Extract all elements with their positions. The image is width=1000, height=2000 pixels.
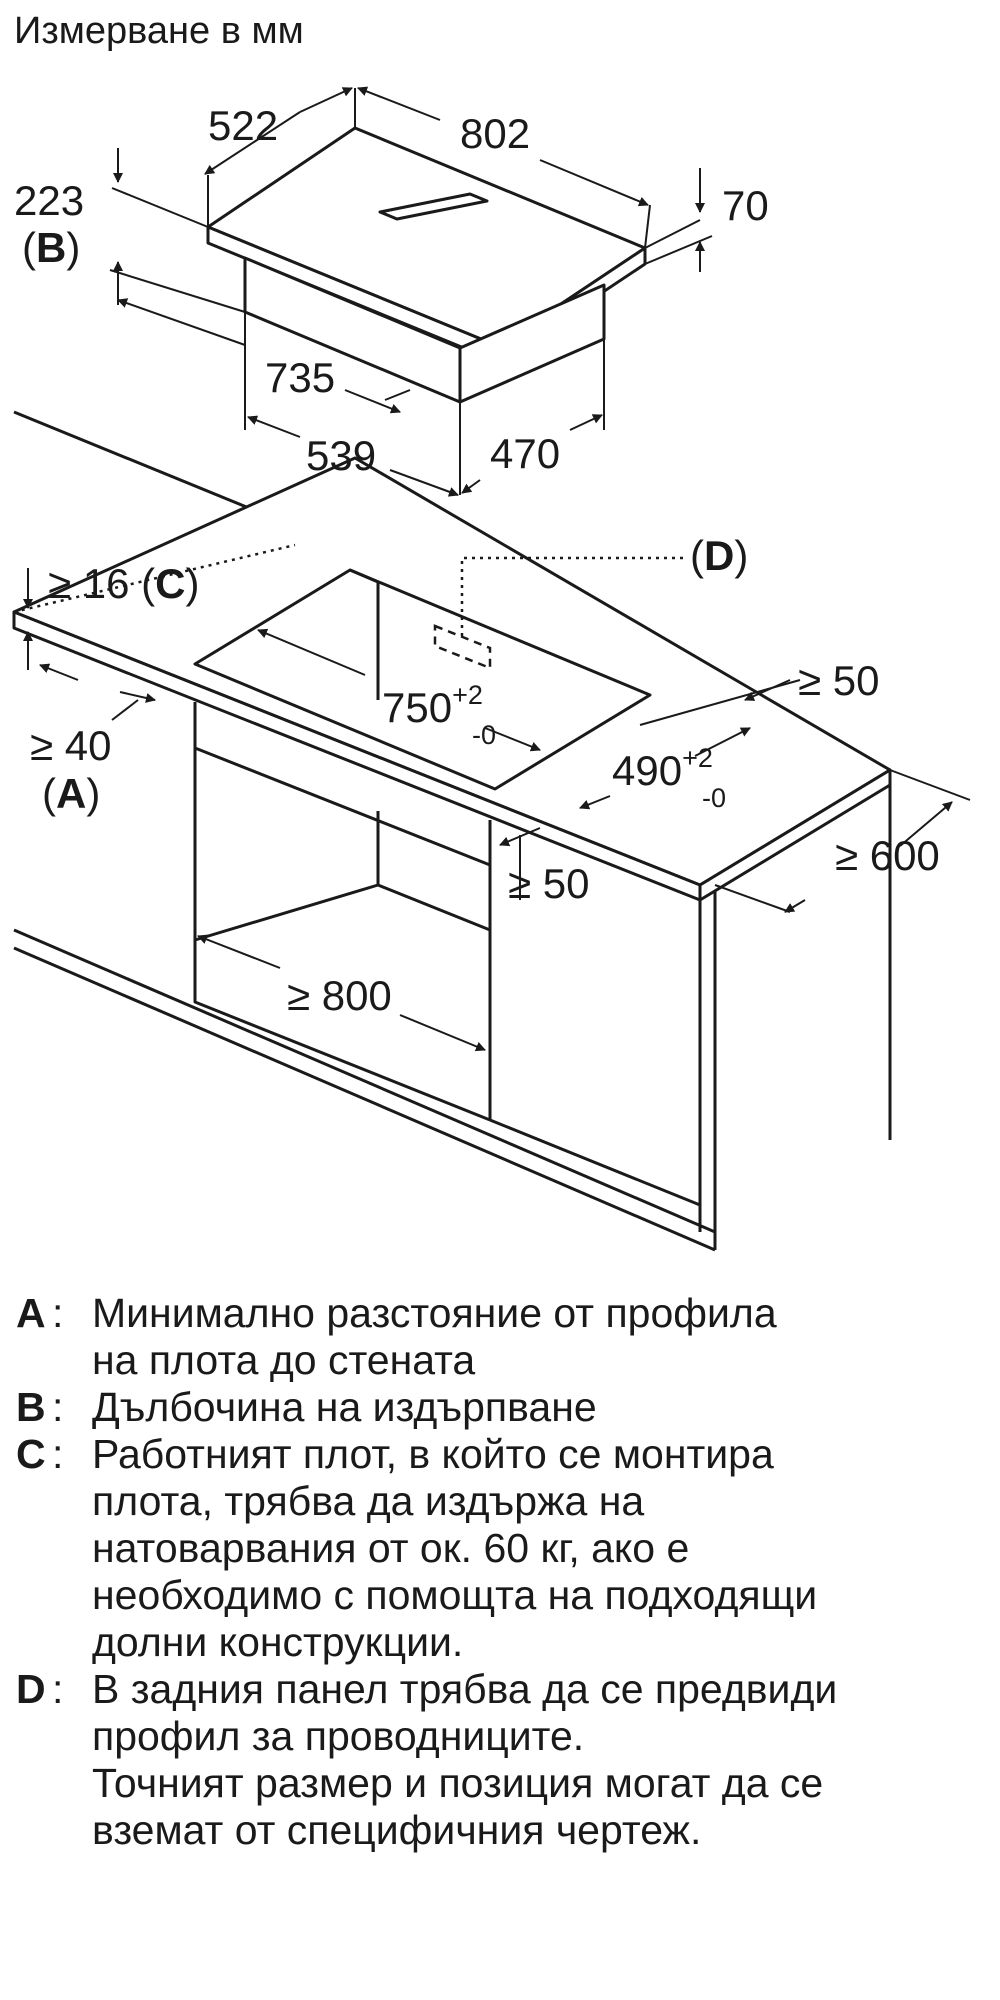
dim-cutout-depth-tol-minus: -0 bbox=[702, 783, 726, 813]
dim-extraction-depth: 223 bbox=[14, 177, 84, 224]
legend-key: D bbox=[16, 1666, 46, 1712]
worktop-cutout bbox=[193, 568, 652, 791]
cutout-inner-wall bbox=[349, 568, 380, 700]
hob-vent-slot bbox=[393, 201, 487, 220]
label-c: C bbox=[155, 560, 185, 607]
cabinet-front bbox=[193, 702, 491, 1122]
label-d-group: (D) bbox=[690, 532, 748, 579]
legend-key: B bbox=[16, 1384, 46, 1430]
wall-line bbox=[13, 946, 716, 1252]
installation-diagram: 522 802 223 (B) 70 735 539 470 (D) ≥ 16 … bbox=[12, 86, 971, 1252]
legend-colon: : bbox=[52, 1384, 64, 1430]
legend-item-d: D: В задния панел трябва да се предвиди … bbox=[16, 1666, 986, 1854]
dim-cabinet-width-min: ≥ 800 bbox=[287, 972, 392, 1019]
dim-thickness: 70 bbox=[722, 182, 769, 229]
label-a: A bbox=[56, 770, 86, 817]
legend-key: A bbox=[16, 1290, 46, 1336]
legend-colon: : bbox=[52, 1290, 64, 1336]
dim-base-front: 539 bbox=[306, 432, 376, 479]
label-a-group: (A) bbox=[42, 770, 100, 817]
dim-side-min: ≥ 50 bbox=[798, 657, 879, 704]
legend-colon: : bbox=[52, 1666, 64, 1712]
dim-base-width: 735 bbox=[265, 354, 335, 401]
dim-front-min: ≥ 50 bbox=[508, 860, 589, 907]
dim-cutout-width-tol-minus: -0 bbox=[472, 720, 496, 750]
dim-cutout-width-group: 750+2 -0 bbox=[382, 680, 496, 750]
label-b: B bbox=[36, 224, 66, 271]
dim-hob-width: 802 bbox=[460, 110, 530, 157]
legend-item-c: C: Работният плот, в който се монтира пл… bbox=[16, 1431, 986, 1666]
cabinet-inner bbox=[194, 883, 491, 942]
legend-key: C bbox=[16, 1431, 46, 1477]
dim-worktop-min-group: ≥ 16 (C) bbox=[48, 560, 199, 607]
dim-worktop-min: ≥ 16 bbox=[48, 560, 129, 607]
label-d: D bbox=[704, 532, 734, 579]
legend-item-b: B: Дълбочина на издърпване bbox=[16, 1384, 986, 1431]
legend-text: Работният плот, в който се монтира плота… bbox=[92, 1431, 818, 1665]
page-title: Измерване в мм bbox=[14, 10, 304, 52]
label-b-group: (B) bbox=[22, 224, 80, 271]
dim-wall-min: ≥ 40 bbox=[30, 722, 111, 769]
dim-hob-depth: 522 bbox=[208, 102, 278, 149]
legend-item-a: A: Минимално разстояние от профила на пл… bbox=[16, 1290, 986, 1384]
dim-base-depth: 470 bbox=[490, 430, 560, 477]
hob-dimension-lines bbox=[109, 86, 713, 497]
dim-cutout-depth-tol-plus: +2 bbox=[682, 743, 713, 773]
legend-text: Дълбочина на издърпване bbox=[92, 1384, 597, 1430]
legend: A: Минимално разстояние от профила на пл… bbox=[16, 1290, 986, 1854]
cabinet-drawing bbox=[12, 410, 892, 1252]
leader-d bbox=[13, 543, 685, 636]
dim-cutout-depth-group: 490+2 -0 bbox=[612, 743, 726, 813]
dim-cutout-width-tol-plus: +2 bbox=[452, 680, 483, 710]
wall-line bbox=[13, 928, 716, 1234]
cabinet-base bbox=[489, 1118, 701, 1207]
dim-cutout-depth: 490 bbox=[612, 747, 682, 794]
dim-cutout-width: 750 bbox=[382, 684, 452, 731]
cabinet-dimension-lines bbox=[23, 568, 971, 1052]
legend-text: Минимално разстояние от профила на плота… bbox=[92, 1290, 777, 1383]
legend-colon: : bbox=[52, 1431, 64, 1477]
legend-text: В задния панел трябва да се предвиди про… bbox=[92, 1666, 838, 1853]
dim-cabinet-depth-min: ≥ 600 bbox=[835, 832, 940, 879]
cabinet-divider bbox=[194, 746, 491, 867]
wiring-profile bbox=[433, 624, 492, 670]
